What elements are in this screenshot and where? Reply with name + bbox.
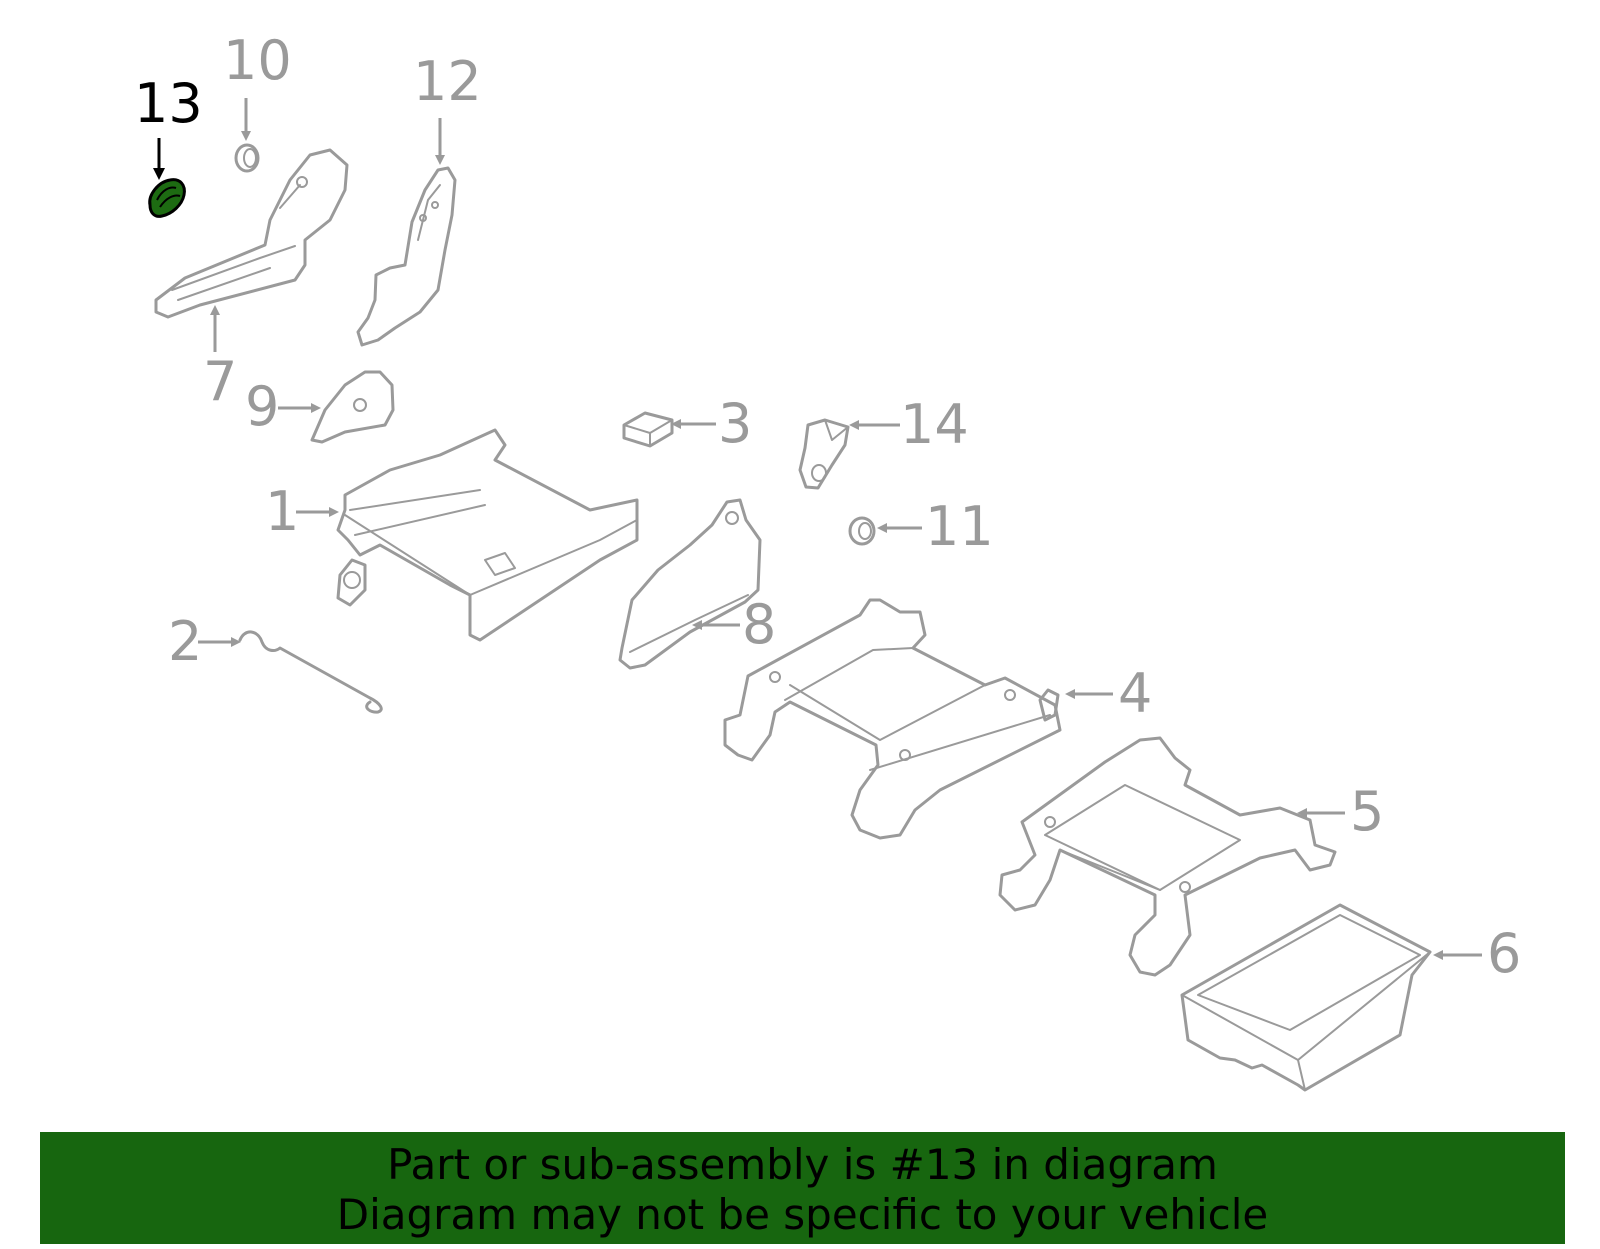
- callout-5: 5: [1297, 780, 1384, 843]
- banner-line-2: Diagram may not be specific to your vehi…: [336, 1190, 1269, 1239]
- callout-6-label: 6: [1487, 922, 1521, 985]
- part-3-pad: [622, 411, 674, 448]
- part-14-bracket: [798, 418, 850, 490]
- callout-7: 7: [203, 305, 237, 413]
- callout-4-label: 4: [1118, 662, 1152, 725]
- part-6-tray: [1180, 903, 1432, 1092]
- part-9-bracket-cover: [310, 370, 395, 444]
- banner-line-1: Part or sub-assembly is #13 in diagram: [387, 1140, 1218, 1189]
- part-13-clip: [148, 178, 186, 218]
- callout-6: 6: [1433, 922, 1521, 985]
- part-7-side-cover: [154, 148, 349, 319]
- callout-11-label: 11: [925, 495, 994, 558]
- callout-14-label: 14: [900, 393, 969, 456]
- callout-14: 14: [849, 393, 969, 456]
- callout-8: 8: [692, 593, 776, 656]
- callout-2: 2: [168, 610, 241, 673]
- part-2-cable: [238, 630, 383, 714]
- callout-3-label: 3: [718, 392, 752, 455]
- callout-1-label: 1: [265, 480, 299, 543]
- callout-5-label: 5: [1350, 780, 1384, 843]
- callout-9: 9: [245, 375, 321, 438]
- callout-11: 11: [877, 495, 994, 558]
- part-8-side-panel: [618, 498, 762, 670]
- callout-12: 12: [413, 50, 482, 165]
- callout-2-label: 2: [168, 610, 202, 673]
- part-5-riser-frame: [998, 736, 1337, 977]
- callout-10-label: 10: [223, 29, 292, 92]
- callout-1: 1: [265, 480, 339, 543]
- info-banner: Part or sub-assembly is #13 in diagram D…: [40, 1132, 1565, 1244]
- part-12-recliner-cover: [356, 166, 457, 347]
- callout-13: 13: [134, 72, 203, 180]
- callout-12-label: 12: [413, 50, 482, 113]
- callout-3: 3: [671, 392, 752, 455]
- part-4-seat-frame: [723, 598, 1062, 840]
- callout-9-label: 9: [245, 375, 279, 438]
- part-11-cap: [848, 516, 876, 546]
- part-1-seat-track: [336, 428, 639, 642]
- callout-13-label: 13: [134, 72, 203, 135]
- callout-10: 10: [223, 29, 292, 141]
- callout-7-label: 7: [203, 350, 237, 413]
- callout-4: 4: [1065, 662, 1152, 725]
- part-10-cap: [234, 143, 260, 173]
- callout-8-label: 8: [742, 593, 776, 656]
